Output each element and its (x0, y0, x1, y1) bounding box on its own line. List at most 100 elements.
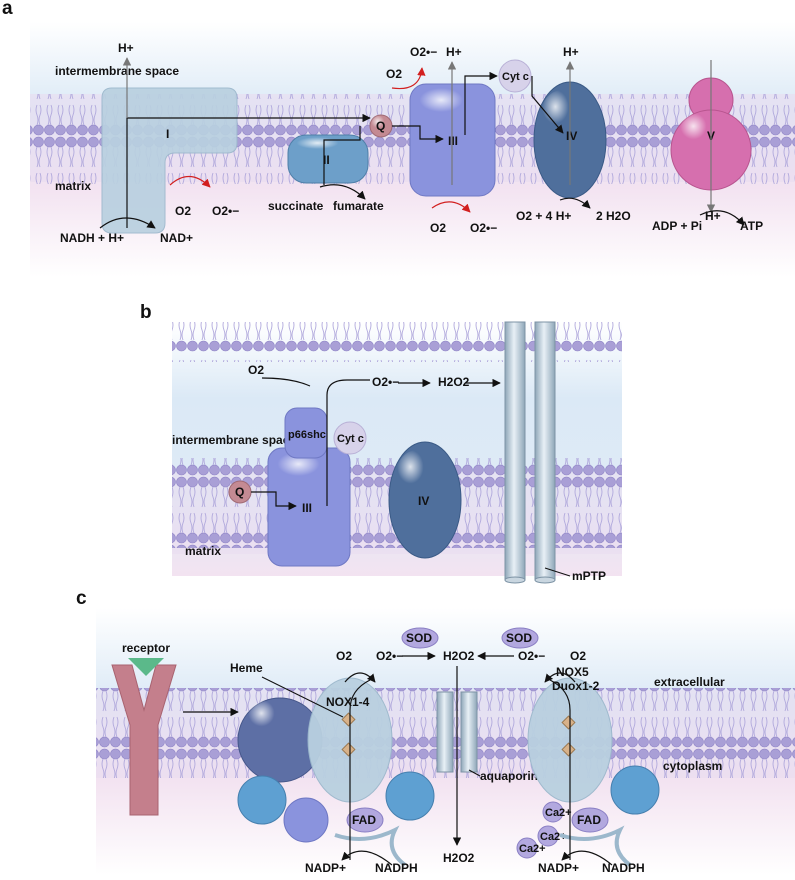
sod-left-label: SOD (406, 631, 432, 645)
panel-a-matrix-label: matrix (55, 179, 91, 193)
mptp-label: mPTP (572, 569, 606, 583)
reaction-arrow-v (699, 210, 745, 226)
panel-a-letter: a (2, 0, 13, 19)
cytc-carrier (498, 59, 532, 93)
calcium-ion-3 (516, 837, 538, 859)
calcium-1-label: Ca2+ (545, 807, 572, 819)
panel-b-cytc (333, 421, 367, 455)
nox5-heme-icon-1 (561, 715, 576, 730)
complex-iv-label: IV (566, 129, 577, 143)
duox-label: Duox1-2 (552, 679, 600, 693)
proton-iii-label: H+ (446, 45, 462, 59)
complex-iv-substrate: O2 + 4 H+ (516, 209, 571, 223)
calcium-2-label: Ca2+ (540, 831, 567, 843)
complex-i-product: NAD+ (160, 231, 193, 245)
fad-left (346, 807, 384, 833)
reaction-arrow-iv (559, 197, 591, 209)
panel-b-electron-path (251, 491, 297, 511)
cytoplasm-label: cytoplasm (663, 759, 722, 773)
nadph-right-label: NADPH (602, 861, 645, 875)
panel-b-letter: b (140, 302, 152, 323)
complex-iii-label: III (448, 134, 458, 148)
panel-b-complex-iii-label: III (302, 501, 312, 515)
nox5-o2-label: O2 (570, 649, 586, 663)
calcium-3-label: Ca2+ (519, 843, 546, 855)
receptor-label: receptor (122, 641, 170, 655)
q-label: Q (376, 119, 385, 133)
panel-b-matrix-label: matrix (185, 544, 221, 558)
panel-b-cytc-label: Cyt c (337, 433, 364, 445)
electron-path-cytc-to-iv (531, 76, 564, 134)
complex-ii-substrate: succinate (268, 199, 324, 213)
superoxide-arrow-i (169, 175, 211, 188)
o2-iii-bottom-label: O2 (430, 221, 446, 235)
mptp-pore-right (534, 321, 556, 581)
nox-subunit-blue-left (237, 775, 287, 825)
reaction-arrow-ii (319, 184, 366, 200)
panel-b: b intermembrane space matrix III p66shc … (140, 302, 622, 584)
reaction-arrow-i (99, 217, 156, 229)
panel-b-complex-iv-label: IV (418, 494, 429, 508)
nadp-left-label: NADP+ (305, 861, 346, 875)
sod-left (401, 627, 439, 649)
nox1-4-superoxide-label: O2•− (376, 649, 403, 663)
sod-right-label: SOD (506, 631, 532, 645)
complex-v-substrate: ADP + Pi (652, 219, 702, 233)
heme-label: Heme (230, 661, 263, 675)
panel-b-peroxide-label: H2O2 (438, 375, 470, 389)
complex-v-product: ATP (740, 219, 763, 233)
calcium-ion-1 (542, 801, 564, 823)
nox5-superoxide-label: O2•− (518, 649, 545, 663)
nox-subunit-blue-right (385, 771, 435, 821)
electron-path-q-to-iii (392, 125, 444, 144)
complex-ii-label: II (323, 153, 330, 167)
panel-c-peroxide-top-label: H2O2 (443, 649, 475, 663)
p66shc-label: p66shc (288, 429, 326, 441)
receptor (111, 664, 177, 816)
superoxide-arrow-iii-top (391, 67, 426, 90)
fad-left-label: FAD (352, 813, 376, 827)
proton-iv-label: H+ (563, 45, 579, 59)
o2-i-label: O2 (175, 204, 191, 218)
heme-icon-1 (341, 712, 356, 727)
o2-iii-top-label: O2 (386, 67, 402, 81)
complex-i (101, 87, 238, 234)
panel-a-intermembrane-label: intermembrane space (55, 64, 179, 78)
nox1-4-o2-label: O2 (336, 649, 352, 663)
panel-b-o2-label: O2 (248, 363, 264, 377)
nox5-subunit-blue (610, 765, 660, 815)
panel-c-letter: c (76, 588, 87, 609)
fad-right-label: FAD (577, 813, 601, 827)
panel-c-peroxide-bottom-label: H2O2 (443, 851, 475, 865)
nox1-4-electron-path (349, 679, 371, 860)
electron-path-iii-to-cytc (464, 71, 498, 135)
proton-v-label: H+ (705, 209, 721, 223)
superoxide-iii-bottom-label: O2•− (470, 221, 497, 235)
nadp-right-label: NADP+ (538, 861, 579, 875)
nox5-electron-path (549, 679, 571, 860)
heme-icon-2 (341, 742, 356, 757)
complex-ii-highlight (293, 137, 363, 157)
complex-ii-product: fumarate (333, 199, 384, 213)
complex-iv-product: 2 H2O (596, 209, 631, 223)
nox5-heme-icon-2 (561, 742, 576, 757)
mptp-pore-left (504, 321, 526, 581)
extracellular-label: extracellular (654, 675, 725, 689)
nox5-label: NOX5 (556, 665, 589, 679)
aquaporin-label: aquaporin (480, 769, 538, 783)
panel-c: c extracellular cytoplasm receptor NOX1-… (76, 588, 795, 875)
nox-subunit-purple (283, 797, 329, 843)
superoxide-iii-top-label: O2•− (410, 45, 437, 59)
panel-b-p66-path (326, 379, 370, 506)
complex-i-substrate: NADH + H+ (60, 231, 124, 245)
panel-a: a intermembrane space matrix I II Q III … (2, 0, 795, 277)
receptor-ligand-icon (128, 658, 164, 676)
panel-b-intermembrane-label: intermembrane space (172, 433, 296, 447)
heme-pointer (261, 676, 344, 718)
sod-right (501, 627, 539, 649)
aquaporin-right (460, 691, 478, 773)
electron-path-ii-to-q (323, 126, 361, 185)
panel-b-q-label: Q (235, 485, 244, 499)
superoxide-i-label: O2•− (212, 204, 239, 218)
